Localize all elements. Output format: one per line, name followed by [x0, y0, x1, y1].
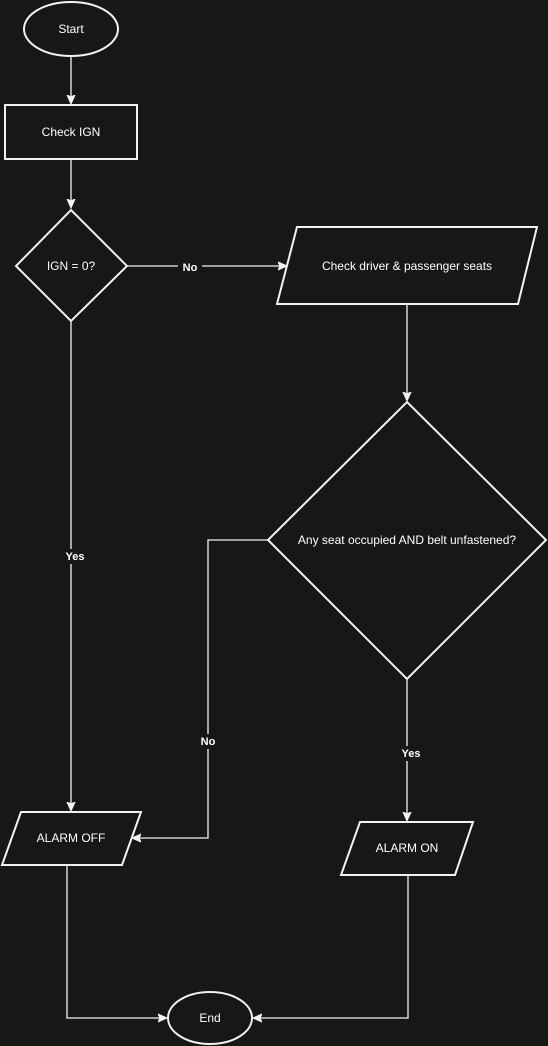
node-check-seats: Check driver & passenger seats [275, 226, 539, 305]
node-alarm-off-label: ALARM OFF [37, 831, 106, 845]
node-end: End [167, 991, 253, 1045]
node-start: Start [23, 1, 119, 57]
svg-text:Yes: Yes [402, 748, 421, 760]
svg-text:Yes: Yes [66, 551, 85, 563]
edge-label-seat-yes: Yes [397, 746, 425, 761]
svg-text:No: No [201, 736, 216, 748]
node-check-ign: Check IGN [4, 104, 138, 160]
node-check-ign-label: Check IGN [42, 125, 101, 139]
edge-seat-no-to-alarm-off [133, 539, 268, 838]
node-seat-decision-label: Any seat occupied AND belt unfastened? [298, 533, 516, 547]
node-start-label: Start [58, 22, 84, 36]
node-alarm-off: ALARM OFF [0, 811, 143, 866]
node-ign-decision: IGN = 0? [14, 208, 129, 323]
node-alarm-on-label: ALARM ON [376, 841, 439, 855]
node-ign-decision-label: IGN = 0? [47, 259, 96, 273]
edge-label-seat-no: No [196, 734, 220, 749]
edge-label-ign-yes: Yes [62, 549, 88, 564]
edge-alarm-off-to-end [66, 866, 166, 1018]
edge-alarm-on-to-end [254, 876, 409, 1018]
svg-text:No: No [183, 262, 198, 274]
edge-label-ign-no: No [178, 260, 202, 275]
node-alarm-on: ALARM ON [339, 821, 475, 876]
node-seat-decision: Any seat occupied AND belt unfastened? [266, 400, 548, 681]
node-check-seats-label: Check driver & passenger seats [322, 259, 492, 273]
node-end-label: End [199, 1011, 220, 1025]
